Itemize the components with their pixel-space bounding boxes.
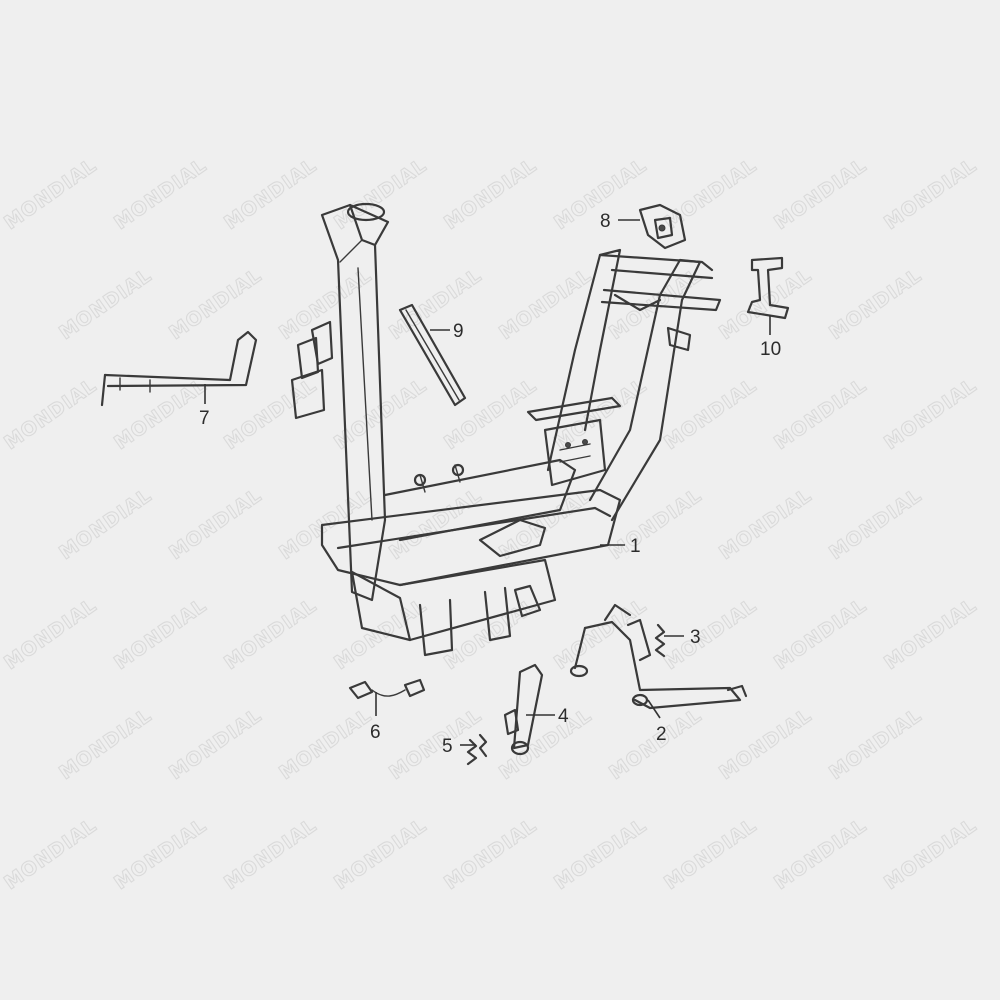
watermark-text: MONDIAL (715, 704, 816, 784)
part-frame (290, 202, 722, 657)
part-latch (638, 203, 687, 250)
callout-7: 7 (199, 408, 210, 429)
callout-2: 2 (656, 724, 667, 745)
part-cable (348, 678, 426, 700)
part-side-stand (503, 663, 544, 756)
watermark-text: MONDIAL (0, 154, 101, 234)
part-bracket-10 (746, 256, 790, 320)
watermark-text: MONDIAL (880, 374, 981, 454)
watermark-text: MONDIAL (220, 814, 321, 894)
watermark-text: MONDIAL (330, 154, 431, 234)
part-main-stand (569, 603, 748, 710)
watermark-text: MONDIAL (440, 594, 541, 674)
watermark-text: MONDIAL (825, 264, 926, 344)
watermark-text: MONDIAL (0, 594, 101, 674)
watermark-text: MONDIAL (770, 154, 871, 234)
leader-2 (647, 699, 661, 719)
watermark-text: MONDIAL (495, 704, 596, 784)
watermark-text: MONDIAL (495, 264, 596, 344)
callout-3: 3 (690, 627, 701, 648)
callout-6: 6 (370, 722, 381, 743)
watermark-text: MONDIAL (0, 374, 101, 454)
watermark-text: MONDIAL (715, 264, 816, 344)
callout-1: 1 (630, 536, 641, 557)
watermark-text: MONDIAL (605, 484, 706, 564)
watermark-text: MONDIAL (330, 814, 431, 894)
callouts: 1 2 3 4 5 6 7 8 9 10 (199, 211, 781, 757)
part-bracket-7 (100, 330, 258, 407)
callout-9: 9 (453, 321, 464, 342)
watermark-text: MONDIAL (770, 374, 871, 454)
watermark-text: MONDIAL (385, 264, 486, 344)
watermark-text: MONDIAL (825, 704, 926, 784)
part-stand-spring (654, 623, 666, 658)
watermark-text: MONDIAL (220, 594, 321, 674)
callout-5: 5 (442, 736, 453, 757)
watermark-text: MONDIAL (440, 154, 541, 234)
watermark-text: MONDIAL (660, 154, 761, 234)
watermark-text: MONDIAL (660, 814, 761, 894)
part-strap (398, 303, 467, 407)
watermark-text: MONDIAL (660, 374, 761, 454)
watermark-text: MONDIAL (825, 484, 926, 564)
watermark-text: MONDIAL (440, 374, 541, 454)
watermark-text: MONDIAL (880, 814, 981, 894)
watermark-text: MONDIAL (55, 264, 156, 344)
watermark-text: MONDIAL (110, 594, 211, 674)
watermark-text: MONDIAL (0, 814, 101, 894)
watermark-text: MONDIAL (880, 594, 981, 674)
watermark-text: MONDIAL (440, 814, 541, 894)
watermark-text: MONDIAL (110, 154, 211, 234)
part-side-spring (466, 733, 488, 766)
watermark-text: MONDIAL (165, 484, 266, 564)
watermark-text: MONDIAL (330, 594, 431, 674)
watermark-text: MONDIAL (880, 154, 981, 234)
watermark-text: MONDIAL (660, 594, 761, 674)
watermark-text: MONDIAL (165, 264, 266, 344)
watermark-text: MONDIAL (220, 154, 321, 234)
watermark-text: MONDIAL (385, 484, 486, 564)
leader-lines (204, 219, 771, 746)
callout-8: 8 (600, 211, 611, 232)
watermark-text: MONDIAL (275, 704, 376, 784)
watermark-text: MONDIAL (550, 594, 651, 674)
watermark-text: MONDIAL (550, 814, 651, 894)
watermark-text: MONDIAL (55, 704, 156, 784)
watermark-text: MONDIAL (110, 814, 211, 894)
watermark-text: MONDIAL (55, 484, 156, 564)
watermark-text: MONDIAL (715, 484, 816, 564)
watermark-text: MONDIAL (770, 814, 871, 894)
watermark-text: MONDIAL (165, 704, 266, 784)
callout-10: 10 (760, 339, 781, 360)
watermark-text: MONDIAL (770, 594, 871, 674)
callout-4: 4 (558, 706, 569, 727)
